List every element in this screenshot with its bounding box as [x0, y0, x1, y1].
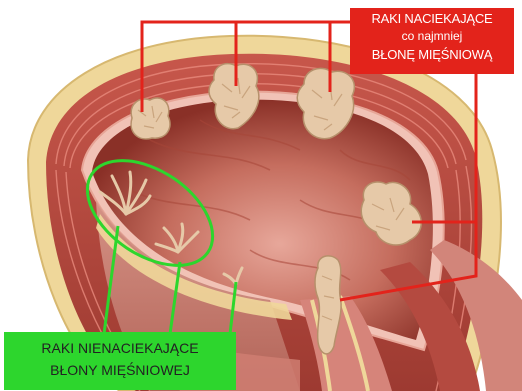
invasive-qualifier: co najmniej	[350, 30, 514, 43]
noninvasive-title: RAKI NIENACIEKAJĄCE	[4, 341, 236, 357]
invasive-title: RAKI NACIEKAJĄCE	[350, 12, 514, 27]
invasive-cancers-label: RAKI NACIEKAJĄCE co najmniej BŁONĘ MIĘŚN…	[350, 8, 514, 74]
invasive-layer: BŁONĘ MIĘŚNIOWĄ	[350, 48, 514, 63]
noninvasive-cancers-label: RAKI NIENACIEKAJĄCE BŁONY MIĘŚNIOWEJ	[4, 332, 236, 390]
noninvasive-layer: BŁONY MIĘŚNIOWEJ	[4, 363, 236, 379]
tumor-growth-icon-top-left	[131, 98, 170, 139]
